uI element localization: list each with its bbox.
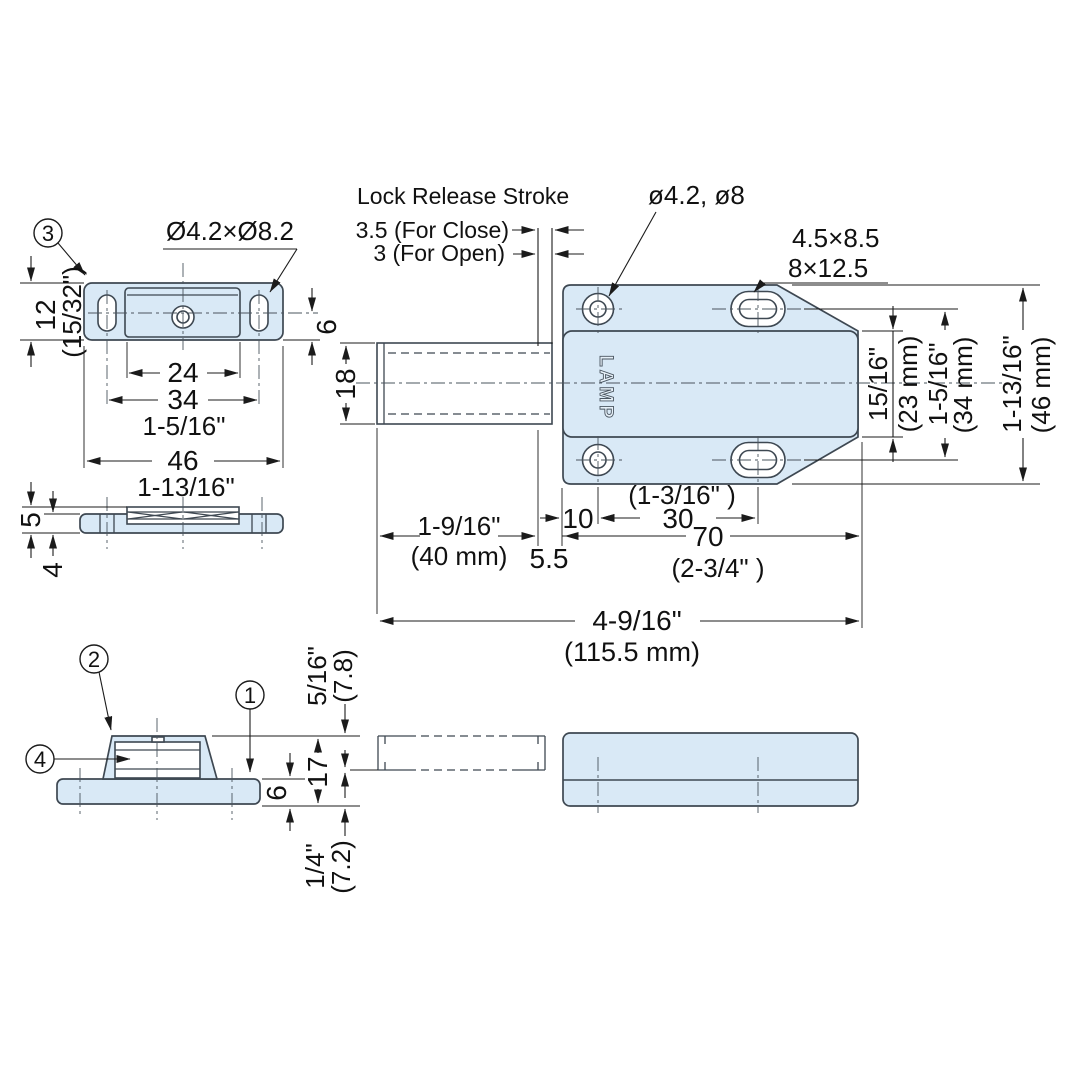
callout-balloon-2 (79, 644, 109, 674)
dim-plate-inner-width: 24 (167, 357, 198, 388)
dim-plate-slot-span: 34 (167, 384, 198, 415)
dim-striker-height: 5 (15, 512, 46, 528)
lamp-logo: LAMP (595, 355, 616, 421)
dim-side-base: 6 (261, 785, 292, 801)
dim-overall-length-mm: (115.5 mm) (564, 637, 700, 667)
dim-rod-length-in: 1-9/16" (418, 511, 501, 541)
strike-plate-top-view: Ø4.2×Ø8.2 3 12 (15/32") 6 24 34 1-5/16" (20, 216, 342, 502)
callout-balloon-3 (33, 218, 63, 248)
plate-hole-size-label: Ø4.2×Ø8.2 (166, 216, 294, 246)
dim-side-height: 17 (302, 756, 333, 787)
stroke-open-label: 3 (For Open) (373, 240, 505, 266)
dim-rod-side-mm: (7.8) (328, 649, 358, 702)
callout-1-number: 1 (244, 683, 256, 708)
callout-4-number: 4 (34, 747, 46, 772)
strike-plate-inner-case (124, 287, 241, 338)
dim-under-in: 1/4" (300, 843, 330, 888)
dim-edge-to-hole: 10 (562, 503, 593, 534)
lock-release-stroke-title: Lock Release Stroke (357, 183, 569, 209)
latch-top-view: LAMP Lock Release Stroke 3.5 (For Close)… (330, 180, 1056, 667)
dim-body-width-in: (2-3/4" ) (671, 553, 764, 583)
dim-case-height-mm: (23 mm) (893, 336, 923, 433)
dim-rod-height: 18 (330, 368, 361, 399)
dim-plate-height-in: (15/32") (57, 266, 87, 358)
slot-outer-size-label: 8×12.5 (788, 253, 868, 283)
latch-plunger-rod (376, 342, 553, 425)
dim-plate-thickness: 4 (37, 562, 68, 578)
dim-holes-vertical-mm: (34 mm) (948, 337, 978, 434)
dim-plate-height-mm: 12 (30, 299, 61, 330)
dim-plate-width: 46 (167, 445, 198, 476)
dim-holes-horizontal-in: (1-3/16" ) (628, 480, 736, 510)
dim-holes-vertical-in: 1-5/16" (923, 343, 953, 426)
dim-overall-length-in: 4-9/16" (592, 605, 681, 636)
stroke-close-label: 3.5 (For Close) (356, 217, 509, 243)
dim-case-height-in: 15/16" (863, 347, 893, 421)
callout-2-number: 2 (88, 647, 100, 672)
dim-plate-slot-span-in: 1-5/16" (143, 411, 226, 441)
dim-offset: 5.5 (530, 543, 569, 574)
latch-side-rod (377, 735, 546, 771)
dim-rod-length-mm: (40 mm) (411, 541, 508, 571)
assembled-side-view: 2 1 4 5/16" (7.8) 1/4" (7.2) 17 6 (25, 644, 859, 894)
dim-holes-horizontal: 30 (662, 503, 693, 534)
dim-body-width: 70 (692, 521, 723, 552)
dim-overall-vertical-mm: (46 mm) (1026, 337, 1056, 434)
dim-plate-width-in: 1-13/16" (137, 472, 234, 502)
dim-under-mm: (7.2) (326, 840, 356, 893)
latch-case (562, 330, 859, 438)
strike-side-base (56, 778, 261, 805)
strike-side-catch (114, 741, 201, 779)
dim-plate-edge: 6 (311, 319, 342, 335)
latch-side-body (562, 732, 859, 807)
dim-overall-vertical-in: 1-13/16" (997, 335, 1027, 432)
dim-rod-side-in: 5/16" (302, 646, 332, 706)
strike-plate-side-view: 5 4 (15, 482, 284, 578)
slot-inner-size-label: 4.5×8.5 (792, 223, 879, 253)
body-hole-size-label: ø4.2, ø8 (648, 180, 745, 210)
mounting-holes (576, 287, 804, 482)
callout-3-number: 3 (42, 221, 54, 246)
